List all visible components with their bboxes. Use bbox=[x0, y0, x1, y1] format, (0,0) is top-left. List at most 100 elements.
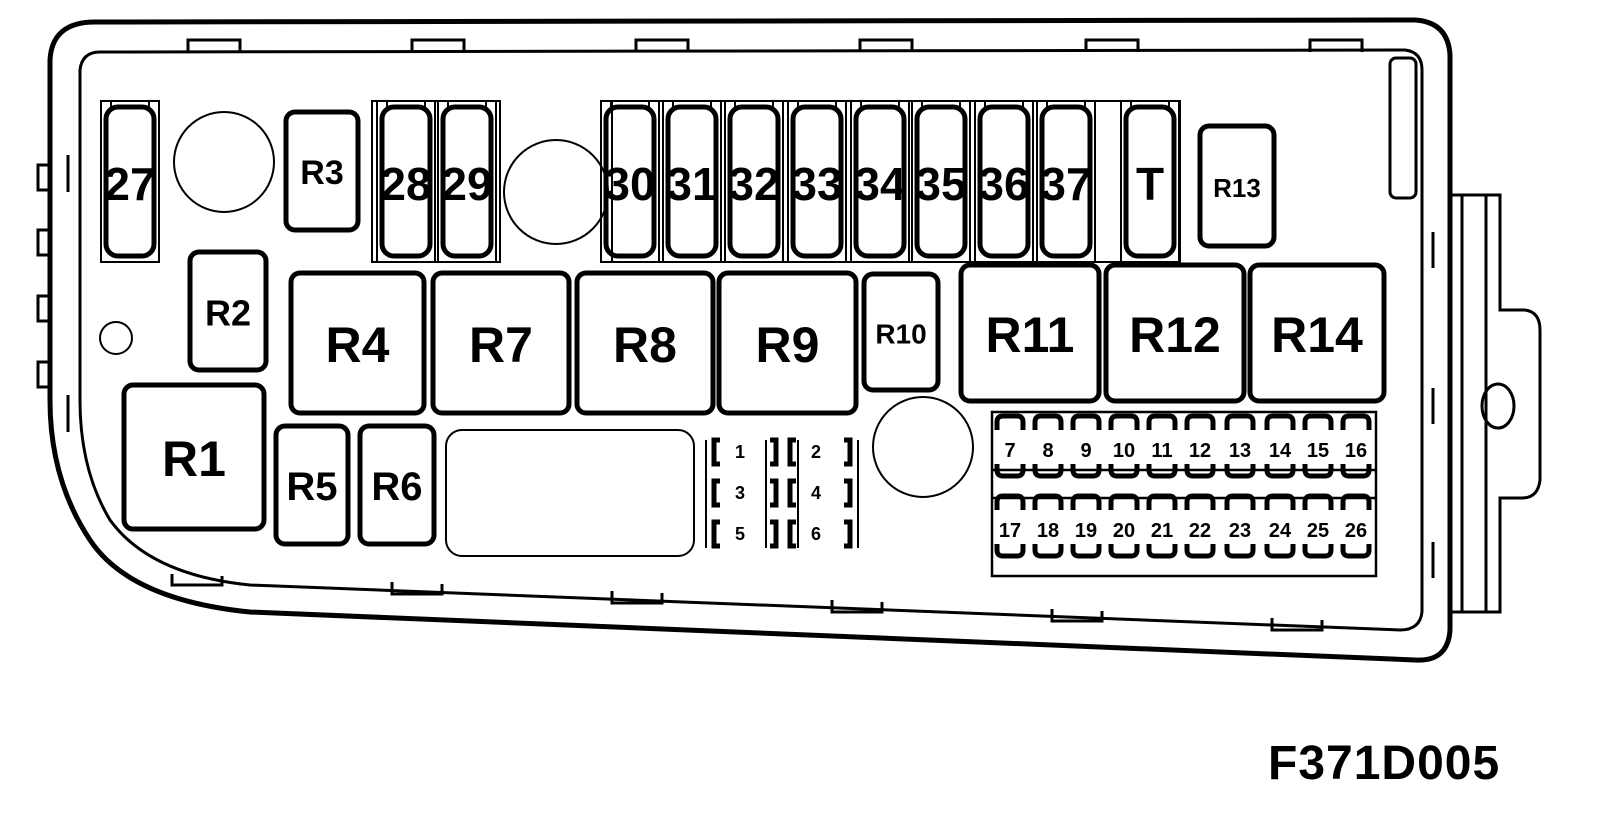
fuse-20: 20 bbox=[1108, 493, 1140, 559]
mini-fuse-6: 6 bbox=[787, 519, 853, 549]
fuse-25-label: 25 bbox=[1307, 520, 1329, 542]
fuse-19: 19 bbox=[1070, 493, 1102, 559]
fuse-16: 16 bbox=[1340, 413, 1372, 479]
relay-R1: R1 bbox=[121, 382, 267, 532]
fuse-block-frame bbox=[611, 100, 1181, 263]
relay-R12-label: R12 bbox=[1129, 307, 1221, 363]
fuse-34-label: 34 bbox=[854, 158, 906, 210]
relay-R4-label: R4 bbox=[326, 317, 390, 373]
figure-code: F371D005 bbox=[1268, 737, 1501, 790]
relay-R7-label: R7 bbox=[469, 317, 533, 373]
fuse-32: 32 bbox=[724, 100, 784, 263]
fuse-17-label: 17 bbox=[999, 520, 1021, 542]
fuse-28-label: 28 bbox=[380, 158, 431, 210]
fuse-37: 37 bbox=[1036, 100, 1096, 263]
mini-fuse-3: 3 bbox=[711, 478, 779, 508]
fuse-28: 28 bbox=[376, 100, 436, 263]
fuse-block-frame-28-29 bbox=[371, 100, 501, 263]
fuse-19-label: 19 bbox=[1075, 520, 1097, 542]
fuse-29-label: 29 bbox=[441, 158, 492, 210]
fuse-15: 15 bbox=[1302, 413, 1334, 479]
relay-R7: R7 bbox=[430, 270, 572, 416]
fuse-12-label: 12 bbox=[1189, 440, 1211, 462]
fuse-32-label: 32 bbox=[728, 158, 779, 210]
fuse-13-label: 13 bbox=[1229, 440, 1251, 462]
fuse-36: 36 bbox=[974, 100, 1034, 263]
relay-R10: R10 bbox=[861, 271, 941, 393]
relay-R13: R13 bbox=[1197, 123, 1277, 249]
relay-R2: R2 bbox=[187, 249, 269, 373]
relay-R13-label: R13 bbox=[1213, 173, 1261, 203]
fuse-12: 12 bbox=[1184, 413, 1216, 479]
fuse-22-label: 22 bbox=[1189, 520, 1211, 542]
relay-R11-label: R11 bbox=[986, 307, 1075, 363]
fuse-31: 31 bbox=[662, 100, 722, 263]
relay-R3: R3 bbox=[283, 109, 361, 233]
fuse-25: 25 bbox=[1302, 493, 1334, 559]
mini-fuse-4: 4 bbox=[787, 478, 853, 508]
fuse-36-label: 36 bbox=[978, 158, 1029, 210]
fuse-24: 24 bbox=[1264, 493, 1296, 559]
fuse-30: 30 bbox=[600, 100, 660, 263]
fuse-37-label: 37 bbox=[1040, 158, 1091, 210]
fuse-22: 22 bbox=[1184, 493, 1216, 559]
fuse-8: 8 bbox=[1032, 413, 1064, 479]
fuse-20-label: 20 bbox=[1113, 520, 1135, 542]
small-fuse-panel bbox=[990, 410, 1378, 578]
fuse-27-label: 27 bbox=[104, 158, 155, 210]
fuse-10: 10 bbox=[1108, 413, 1140, 479]
fuse-11-label: 11 bbox=[1151, 440, 1172, 462]
fuse-13: 13 bbox=[1224, 413, 1256, 479]
mini-fuse-2-label: 2 bbox=[811, 442, 821, 462]
fuse-9: 9 bbox=[1070, 413, 1102, 479]
relay-R14: R14 bbox=[1247, 262, 1387, 404]
fuse-33-label: 33 bbox=[791, 158, 842, 210]
mini-fuse-4-label: 4 bbox=[811, 483, 821, 503]
fuse-11: 11 bbox=[1146, 413, 1178, 479]
fuse-29: 29 bbox=[437, 100, 497, 263]
mini-fuse-1: 1 bbox=[711, 437, 779, 467]
mini-fuse-6-label: 6 bbox=[811, 524, 821, 544]
relay-R5-label: R5 bbox=[286, 465, 337, 509]
relay-R4: R4 bbox=[288, 270, 427, 416]
fuse-10-label: 10 bbox=[1113, 440, 1135, 462]
relay-R6: R6 bbox=[357, 423, 437, 547]
fuse-14: 14 bbox=[1264, 413, 1296, 479]
fuse-27: 27 bbox=[100, 100, 160, 263]
relay-R9-label: R9 bbox=[756, 317, 820, 373]
mini-fuse-2: 2 bbox=[787, 437, 853, 467]
fuse-35: 35 bbox=[911, 100, 971, 263]
fuse-26-label: 26 bbox=[1345, 520, 1367, 542]
relay-R8: R8 bbox=[574, 270, 716, 416]
mini-fuse-5: 5 bbox=[711, 519, 779, 549]
mini-fuse-frame bbox=[705, 440, 859, 548]
relay-R9: R9 bbox=[716, 270, 859, 416]
fuse-35-label: 35 bbox=[915, 158, 966, 210]
fuse-23-label: 23 bbox=[1229, 520, 1251, 542]
relay-R14-label: R14 bbox=[1271, 307, 1363, 363]
fuse-18-label: 18 bbox=[1037, 520, 1059, 542]
fuse-9-label: 9 bbox=[1080, 440, 1091, 462]
relay-R10-label: R10 bbox=[875, 319, 926, 350]
relay-R11: R11 bbox=[958, 262, 1102, 404]
mini-fuse-3-label: 3 bbox=[735, 483, 745, 503]
fuse-18: 18 bbox=[1032, 493, 1064, 559]
fuse-21: 21 bbox=[1146, 493, 1178, 559]
relay-R3-label: R3 bbox=[300, 154, 343, 192]
fuse-8-label: 8 bbox=[1042, 440, 1053, 462]
relay-R6-label: R6 bbox=[371, 465, 422, 509]
fuse-T: T bbox=[1120, 100, 1180, 263]
relay-R2-label: R2 bbox=[205, 293, 251, 334]
fuse-14-label: 14 bbox=[1269, 440, 1292, 462]
relay-R5: R5 bbox=[273, 423, 351, 547]
fuse-16-label: 16 bbox=[1345, 440, 1367, 462]
fuse-24-label: 24 bbox=[1269, 520, 1292, 542]
fuse-23: 23 bbox=[1224, 493, 1256, 559]
mini-fuse-5-label: 5 bbox=[735, 524, 745, 544]
fuse-31-label: 31 bbox=[666, 158, 717, 210]
fuse-7-label: 7 bbox=[1004, 440, 1015, 462]
fuse-box-housing bbox=[36, 17, 1542, 663]
fuse-15-label: 15 bbox=[1307, 440, 1329, 462]
mini-fuse-1-label: 1 bbox=[735, 442, 745, 462]
